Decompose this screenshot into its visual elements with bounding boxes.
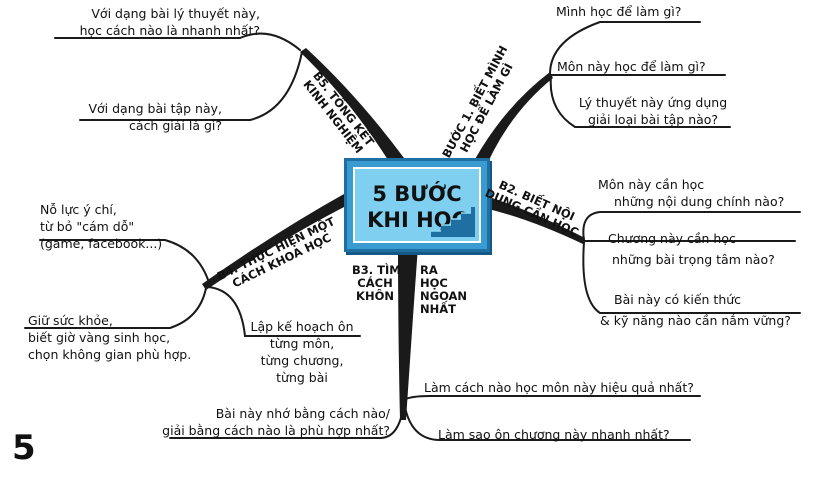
note-b5-2: Với dạng bài tập này, cách giải là gì? <box>88 101 222 133</box>
branch-b3-col2-line1: RA <box>420 263 438 277</box>
stairs-icon <box>431 207 475 237</box>
page-number: 5 <box>12 428 36 468</box>
connector-b2-1 <box>582 211 801 241</box>
center-node-inner: 5 BƯỚC KHI HỌC <box>353 167 481 243</box>
note-b5-1: Với dạng bài lý thuyết này, học cách nào… <box>79 6 260 38</box>
connector-b3-2 <box>403 401 691 441</box>
connector-b3-3 <box>169 401 405 439</box>
note-b2-3: Bài này có kiến thức & kỹ năng nào cần n… <box>600 292 791 328</box>
branch-b3-col2-line2: HỌC <box>420 276 448 290</box>
note-b1-3: Lý thuyết này ứng dụng giải loại bài tập… <box>578 95 728 127</box>
branch-b1-trunk <box>468 72 553 176</box>
branch-b3-label-right: RA HỌC NGOAN NHẤT <box>420 264 476 316</box>
branch-b3-col1-line3: KHÔN <box>356 289 394 303</box>
connector-b5-2 <box>79 51 303 121</box>
connector-b1-3 <box>549 75 731 128</box>
connector-b4-3 <box>207 286 361 337</box>
connector-b1-1 <box>549 21 701 75</box>
note-b2-1: Môn này cần học những nội dung chính nào… <box>598 177 785 209</box>
branch-b3-label-left: B3. TÌM CÁCH KHÔN <box>352 263 401 303</box>
connector-b4-1 <box>39 239 211 287</box>
branch-b5-trunk <box>300 48 404 160</box>
note-b4-1: Nỗ lực ý chí, từ bỏ "cám dỗ" (game, face… <box>40 202 163 251</box>
center-node: 5 BƯỚC KHI HỌC <box>344 158 490 252</box>
branch-b2-trunk <box>484 196 585 244</box>
connector-b4-2 <box>24 287 207 329</box>
note-b3-2: Làm sao ôn chương này nhanh nhất? <box>438 427 670 442</box>
branch-b3-col1-line1: B3. TÌM <box>352 263 401 277</box>
note-b3-1: Làm cách nào học môn này hiệu quả nhất? <box>424 380 694 395</box>
note-b4-3: Lập kế hoạch ôn từng môn, từng chương, t… <box>250 319 354 385</box>
note-b2-2: Chương này cần học những bài trọng tâm n… <box>608 231 775 267</box>
branch-b4-trunk <box>202 194 346 290</box>
note-b1-1: Mình học để làm gì? <box>556 4 682 19</box>
note-b1-2: Môn này học để làm gì? <box>557 59 706 74</box>
branch-b3-trunk <box>398 246 418 420</box>
branch-b3-col2-line4: NHẤT <box>420 302 456 316</box>
note-b3-3: Bài này nhớ bằng cách nào/ giải bằng các… <box>162 406 390 438</box>
connector-b2-3 <box>582 241 801 314</box>
branch-b3-col2-line3: NGOAN <box>420 289 468 303</box>
branch-b3-col1-line2: CÁCH <box>357 276 393 290</box>
note-b4-2: Giữ sức khỏe, biết giờ vàng sinh học, ch… <box>28 313 192 362</box>
center-title-line1: 5 BƯỚC <box>372 182 462 206</box>
connector-b5-1 <box>54 32 301 51</box>
connector-b3-1 <box>403 395 701 401</box>
